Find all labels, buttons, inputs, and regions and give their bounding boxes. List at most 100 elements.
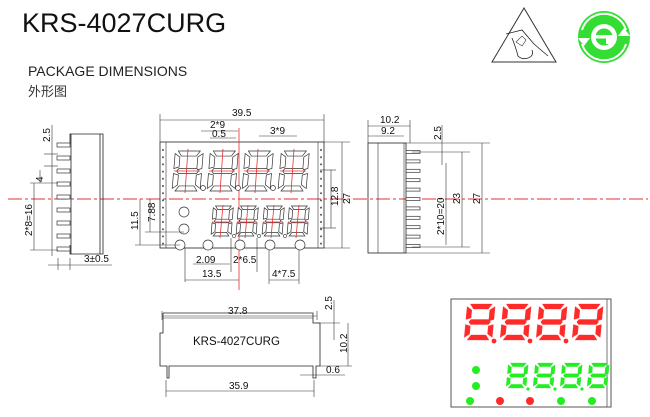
segment: [559, 324, 566, 338]
segment: [470, 303, 493, 310]
pin-dot: [320, 156, 322, 159]
segment: [265, 173, 272, 190]
segment: [502, 334, 526, 341]
pin-dot: [320, 192, 322, 195]
segment: [304, 207, 310, 221]
segment: [465, 306, 472, 320]
digit-centerline: [270, 204, 275, 239]
seven-segment-digit: [261, 205, 285, 237]
indicator-led: [557, 397, 565, 405]
segment: [501, 306, 508, 320]
segment: [468, 319, 491, 325]
led-hole: [202, 239, 214, 251]
segment: [208, 152, 216, 169]
pin-dot: [320, 185, 322, 187]
segment: [210, 222, 216, 235]
segment: [244, 185, 268, 192]
segment: [603, 377, 609, 387]
segment: [230, 173, 237, 190]
pin-dot: [162, 170, 164, 173]
seven-segment-digit: [171, 150, 204, 192]
segment: [262, 207, 269, 220]
segment: [288, 232, 306, 237]
led-hole: [178, 206, 190, 218]
pin-dot: [162, 192, 164, 195]
pin: [405, 168, 421, 173]
dim-2-09: 2.09: [196, 255, 216, 266]
decimal-point: [235, 185, 241, 191]
pin-dot: [320, 228, 322, 231]
segment: [231, 152, 239, 171]
segment: [301, 173, 308, 190]
segment: [523, 324, 530, 338]
led-hole: [294, 239, 306, 251]
segment: [464, 324, 471, 338]
segment: [534, 364, 539, 374]
segment: [228, 207, 234, 221]
pin: [56, 220, 71, 226]
digit-centerline: [295, 204, 300, 239]
decimal-point: [553, 387, 557, 391]
pin-dot: [320, 206, 322, 209]
indicator-led: [466, 397, 474, 405]
segment: [578, 303, 601, 310]
segment: [173, 152, 181, 169]
segment: [563, 373, 580, 378]
segment: [236, 207, 243, 220]
dim-front-width: 39.5: [232, 108, 252, 119]
display-preview: [450, 298, 612, 408]
indicator-led: [472, 366, 480, 374]
segment: [280, 185, 304, 192]
dim-12-8: 12.8: [330, 186, 341, 206]
seven-segment-digit: [241, 150, 274, 192]
segment: [177, 150, 202, 157]
pin-dot: [162, 235, 164, 238]
dim-7-88: 7.88: [147, 202, 158, 222]
segment: [171, 173, 179, 190]
segment: [534, 384, 552, 389]
pin: [56, 155, 71, 161]
pin-dot: [162, 199, 164, 202]
pin-dot: [162, 213, 164, 216]
dim-left-top: 2.5: [42, 128, 53, 142]
pin-dot: [320, 235, 322, 238]
pin: [405, 215, 421, 220]
pin-dot: [162, 185, 164, 187]
indicator-led: [588, 397, 596, 405]
dim-lower-pitch: 2*6.5: [233, 255, 257, 266]
segment: [283, 150, 308, 157]
pin-dot: [320, 170, 322, 173]
segment: [588, 364, 593, 374]
segment: [237, 232, 255, 237]
segment: [542, 303, 565, 310]
dim-gap: 0.5: [212, 129, 226, 140]
pin-dot: [320, 163, 322, 166]
digit-centerline: [219, 204, 224, 239]
pin-dot: [320, 242, 322, 245]
dim-0-6: 0.6: [326, 365, 340, 376]
pin: [405, 159, 421, 164]
segment: [247, 150, 272, 157]
segment: [588, 384, 606, 389]
seven-segment-digit: [536, 303, 568, 341]
segment: [279, 207, 285, 221]
pin-dot: [162, 163, 164, 166]
segment: [278, 222, 284, 235]
segment: [505, 377, 511, 387]
segment: [504, 319, 527, 325]
bottom-view: 37.8 KRS-4027CURG 35.9 2.5 10.2 0.6: [159, 296, 352, 397]
segment: [595, 324, 602, 338]
segment: [212, 232, 230, 237]
dim-right-27: 27: [472, 192, 483, 204]
segment: [576, 377, 582, 387]
pin: [56, 168, 71, 174]
segment: [303, 222, 309, 235]
decimal-point: [200, 185, 206, 191]
indicator-led: [496, 397, 504, 405]
pin: [56, 207, 71, 213]
pin: [405, 197, 421, 201]
decimal-point: [283, 234, 287, 238]
seven-segment-digit: [559, 362, 583, 389]
segment: [572, 324, 579, 338]
right-side-view: 10.2 9.2 2.5 2*10=20 23 27: [367, 115, 490, 254]
